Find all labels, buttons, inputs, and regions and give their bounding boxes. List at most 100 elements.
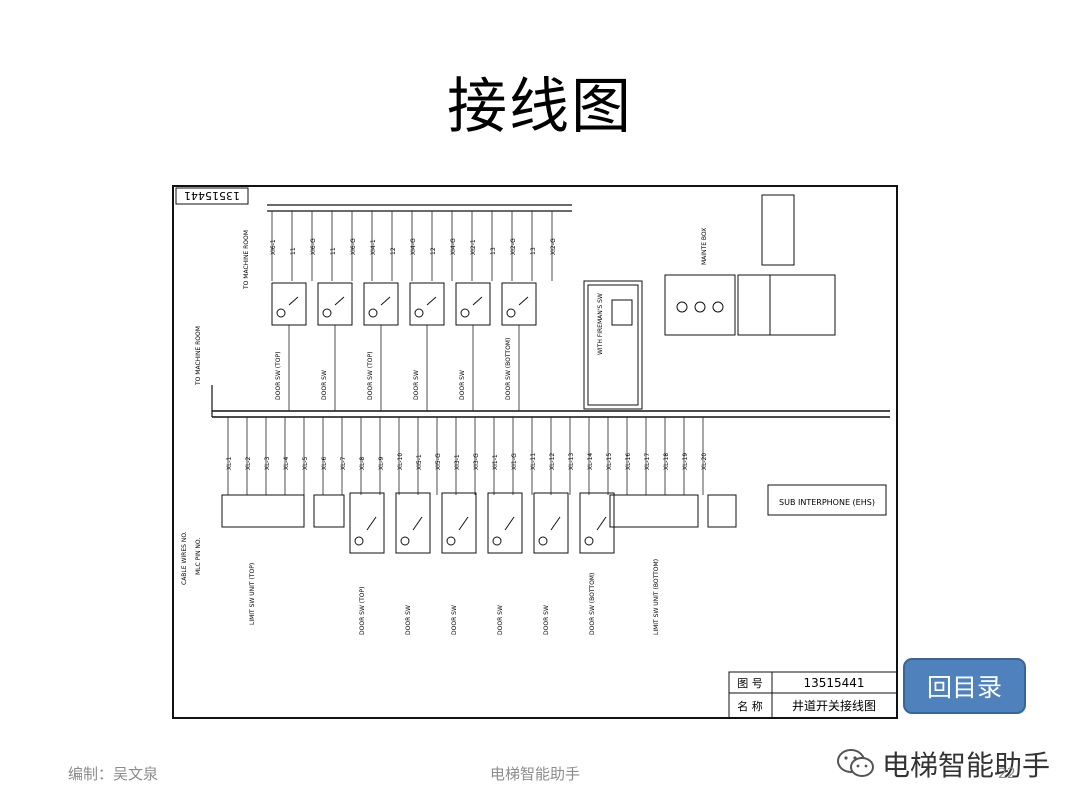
- lower-switch-contact: [584, 536, 594, 546]
- lower-wire-label: XL-3: [264, 456, 271, 470]
- upper-switch-box: [455, 282, 491, 326]
- lower-wire-label: XL-19: [682, 453, 689, 470]
- lower-switch-label: DOOR SW: [451, 605, 458, 635]
- upper-wire-label: XI2-G: [510, 238, 517, 255]
- watermark: 电梯智能助手: [836, 744, 1050, 784]
- corner-number: 13515441: [184, 189, 240, 202]
- lower-wire-label: XI3-G: [473, 453, 480, 470]
- lower-switch-blade: [412, 516, 423, 531]
- upper-switch-contact: [460, 308, 470, 318]
- upper-switch-blade: [380, 296, 391, 306]
- lower-wire-group: [227, 417, 704, 495]
- sub-interphone-label: SUB INTERPHONE (EHS): [779, 498, 875, 507]
- lower-wire-label: XL-16: [625, 453, 632, 470]
- upper-wire-label: XI4-G: [450, 238, 457, 255]
- upper-switch-contact: [368, 308, 378, 318]
- footer-author: 编制：吴文泉: [68, 765, 159, 783]
- upper-switch-blade: [518, 296, 529, 306]
- upper-switch-contact: [414, 308, 424, 318]
- limit-bottom-label: LIMIT SW UNIT (BOTTOM): [653, 559, 660, 635]
- watermark-text: 电梯智能助手: [882, 749, 1051, 782]
- upper-wire-label: XI6-G: [310, 238, 317, 255]
- cable-wires-label: CABLE WIRES NO.: [181, 531, 188, 585]
- lower-switch-box: [487, 492, 523, 554]
- upper-wire-label: 13: [490, 247, 497, 255]
- lower-switch-label: DOOR SW (TOP): [359, 587, 366, 635]
- lower-wire-label: XI3-1: [454, 454, 461, 470]
- lower-switch-contact: [400, 536, 410, 546]
- limit-switch-unit-bottom: [609, 494, 737, 528]
- upper-switch-contact: [322, 308, 332, 318]
- lower-wire-label: XL-1: [226, 456, 233, 470]
- upper-wire-label: 12: [430, 247, 437, 255]
- lower-wire-label: XL-7: [340, 456, 347, 470]
- title-block-name: 井道开关接线图: [792, 698, 876, 713]
- lower-switch-blade: [550, 516, 561, 531]
- lower-switch-contact: [538, 536, 548, 546]
- upper-wire-label: XI4-1: [370, 239, 377, 255]
- lower-switch-box: [579, 492, 615, 554]
- upper-switch-box: [271, 282, 307, 326]
- upper-wire-label: XI2-1: [470, 239, 477, 255]
- to-machine-room-side: TO MACHINE ROOM: [195, 326, 202, 386]
- lower-wire-label: XL-4: [283, 456, 290, 470]
- upper-switch-box: [409, 282, 445, 326]
- lower-switch-blade: [458, 516, 469, 531]
- upper-wire-group: [271, 211, 553, 281]
- lower-wire-label: XI1-1: [492, 454, 499, 470]
- lower-switch-box: [395, 492, 431, 554]
- upper-switch-contact: [506, 308, 516, 318]
- footer-center: 电梯智能助手: [490, 765, 581, 783]
- lower-wire-label: XL-5: [302, 456, 309, 470]
- wechat-icon: [837, 749, 874, 777]
- lower-wire-label: XI1-G: [511, 453, 518, 470]
- maintenance-box: [664, 194, 836, 336]
- lower-wire-label: XL-11: [530, 453, 537, 470]
- upper-switch-label: DOOR SW: [413, 370, 420, 400]
- lower-switch-contact: [446, 536, 456, 546]
- upper-switch-label: DOOR SW: [321, 370, 328, 400]
- drawing-frame: [172, 185, 898, 719]
- upper-switch-blade: [426, 296, 437, 306]
- upper-switch-box: [317, 282, 353, 326]
- busbars: [211, 204, 890, 418]
- lower-wire-label: XL-2: [245, 456, 252, 470]
- upper-switch-label: DOOR SW (BOTTOM): [505, 338, 512, 400]
- back-to-contents-button[interactable]: 回目录: [903, 658, 1026, 714]
- lower-switch-label: DOOR SW: [543, 605, 550, 635]
- page-number: 22: [998, 766, 1016, 782]
- upper-switch-blade: [288, 296, 299, 306]
- lower-switch-label: DOOR SW: [405, 605, 412, 635]
- lower-switch-group: DOOR SW (TOP) DOOR SW DOOR SW DOOR SW DOOR S…: [349, 492, 615, 635]
- fireman-label: WITH FIREMAN'S SW: [597, 293, 604, 355]
- upper-wire-label: 11: [290, 247, 297, 255]
- upper-switch-box: [501, 282, 537, 326]
- corner-number-box: 13515441: [175, 187, 249, 205]
- upper-wire-label: XI2-G: [550, 238, 557, 255]
- upper-wire-label: 13: [530, 247, 537, 255]
- upper-switch-box: [363, 282, 399, 326]
- lower-wire-label: XL-15: [606, 453, 613, 470]
- mlc-pin-label: MLC PIN NO.: [195, 538, 202, 575]
- lower-wire-label: XL-18: [663, 453, 670, 470]
- sub-interphone-box: [767, 484, 887, 516]
- title-block-no-label: 图 号: [737, 677, 763, 690]
- upper-wire-label: XI6-1: [270, 239, 277, 255]
- lower-wire-label: XL-9: [378, 456, 385, 470]
- upper-wire-label: 11: [330, 247, 337, 255]
- lower-wire-label: XL-10: [397, 453, 404, 470]
- lower-wire-label: XI5-G: [435, 453, 442, 470]
- lower-wire-label: XL-13: [568, 453, 575, 470]
- lower-switch-label: DOOR SW: [497, 605, 504, 635]
- upper-switch-label: DOOR SW (TOP): [367, 352, 374, 400]
- limit-top-label: LIMIT SW UNIT (TOP): [249, 563, 256, 625]
- lower-wire-label: XI5-1: [416, 454, 423, 470]
- upper-switch-label: DOOR SW: [459, 370, 466, 400]
- lower-wire-label: XL-14: [587, 453, 594, 470]
- title-block-no: 13515441: [803, 676, 864, 690]
- lower-switch-box: [533, 492, 569, 554]
- lower-wire-label: XL-6: [321, 456, 328, 470]
